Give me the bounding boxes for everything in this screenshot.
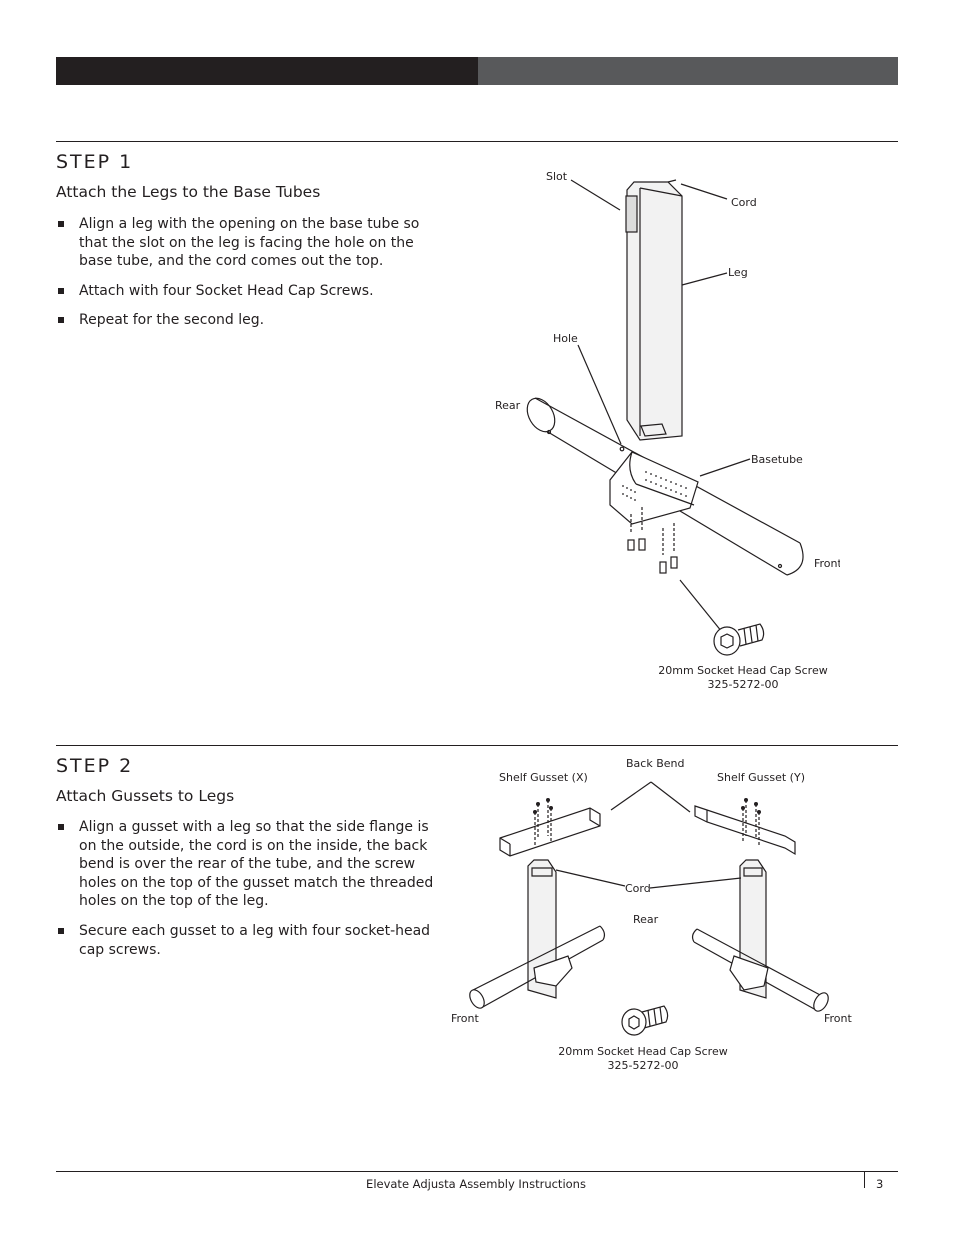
screw-part-number: 325-5272-00: [708, 678, 779, 691]
left-leg-assembly: [469, 800, 606, 1009]
front-label: Front: [814, 557, 840, 570]
step1-divider: [56, 141, 898, 142]
screw-pointer: [679, 579, 723, 633]
step2-subtitle: Attach Gussets to Legs: [56, 787, 235, 805]
cord-pointer: [680, 183, 728, 200]
step1-title: STEP 1: [56, 151, 134, 173]
list-item: Repeat for the second leg.: [56, 311, 446, 330]
leg-pointer: [681, 272, 728, 286]
step2-instructions: Align a gusset with a leg so that the si…: [56, 818, 446, 970]
hole-pointer: [577, 344, 622, 445]
rear-label: Rear: [495, 399, 521, 412]
cord-pointer-right: [649, 877, 742, 889]
basetube-illustration: [526, 397, 804, 576]
bullet-square-icon: [58, 927, 64, 934]
screws-group: [627, 507, 678, 574]
leg-label: Leg: [728, 266, 748, 279]
step1-subtitle: Attach the Legs to the Base Tubes: [56, 183, 321, 201]
cord-pointer-left: [555, 869, 626, 887]
instruction-text: Repeat for the second leg.: [79, 312, 265, 329]
front-right-label: Front: [824, 1012, 853, 1025]
instruction-text: Align a gusset with a leg so that the si…: [79, 819, 434, 910]
bullet-square-icon: [58, 221, 64, 227]
footer-divider: [56, 1171, 898, 1172]
cord-label: Cord: [731, 196, 757, 209]
header-bar-dark: [56, 57, 478, 85]
step2-diagram: Back Bend Shelf Gusset (X) Shelf Gusset …: [451, 757, 853, 1072]
list-item: Secure each gusset to a leg with four so…: [56, 922, 446, 959]
step1-diagram: Slot Cord Leg Hole Rear Basetube Front 2…: [495, 170, 840, 691]
rear-label: Rear: [633, 913, 659, 926]
slot-label: Slot: [546, 170, 568, 183]
shelf-gusset-x-label: Shelf Gusset (X): [499, 771, 588, 784]
right-leg-assembly: [691, 800, 829, 1012]
back-bend-pointer-right: [650, 781, 691, 813]
screw-part-number: 325-5272-00: [608, 1059, 679, 1072]
instruction-text: Secure each gusset to a leg with four so…: [79, 922, 431, 958]
header-bar-grey: [478, 57, 898, 85]
slot-pointer: [570, 179, 621, 211]
bullet-square-icon: [58, 824, 64, 830]
basetube-pointer: [699, 458, 751, 477]
step1-instructions: Align a leg with the opening on the base…: [56, 215, 446, 341]
screw-name-label: 20mm Socket Head Cap Screw: [558, 1045, 727, 1058]
step2-title: STEP 2: [56, 755, 134, 777]
socket-screw-illustration: [621, 1005, 669, 1036]
list-item: Align a leg with the opening on the base…: [56, 215, 446, 271]
shelf-gusset-y-label: Shelf Gusset (Y): [717, 771, 805, 784]
step2-divider: [56, 745, 898, 746]
instruction-text: Attach with four Socket Head Cap Screws.: [79, 282, 374, 299]
cord-label: Cord: [625, 882, 651, 895]
page-number: 3: [876, 1177, 884, 1191]
list-item: Attach with four Socket Head Cap Screws.: [56, 282, 446, 301]
hole-label: Hole: [553, 332, 578, 345]
front-left-label: Front: [451, 1012, 480, 1025]
footer-title: Elevate Adjusta Assembly Instructions: [366, 1177, 586, 1191]
back-bend-label: Back Bend: [626, 757, 684, 770]
page-number-separator: [864, 1172, 865, 1188]
list-item: Align a gusset with a leg so that the si…: [56, 818, 446, 911]
bullet-square-icon: [58, 287, 64, 294]
instruction-text: Align a leg with the opening on the base…: [79, 216, 420, 270]
screw-name-label: 20mm Socket Head Cap Screw: [658, 664, 827, 677]
leg-illustration: [625, 179, 683, 441]
bullet-square-icon: [58, 317, 64, 324]
back-bend-pointer-left: [610, 781, 652, 811]
basetube-label: Basetube: [751, 453, 803, 466]
socket-screw-illustration: [713, 623, 765, 656]
